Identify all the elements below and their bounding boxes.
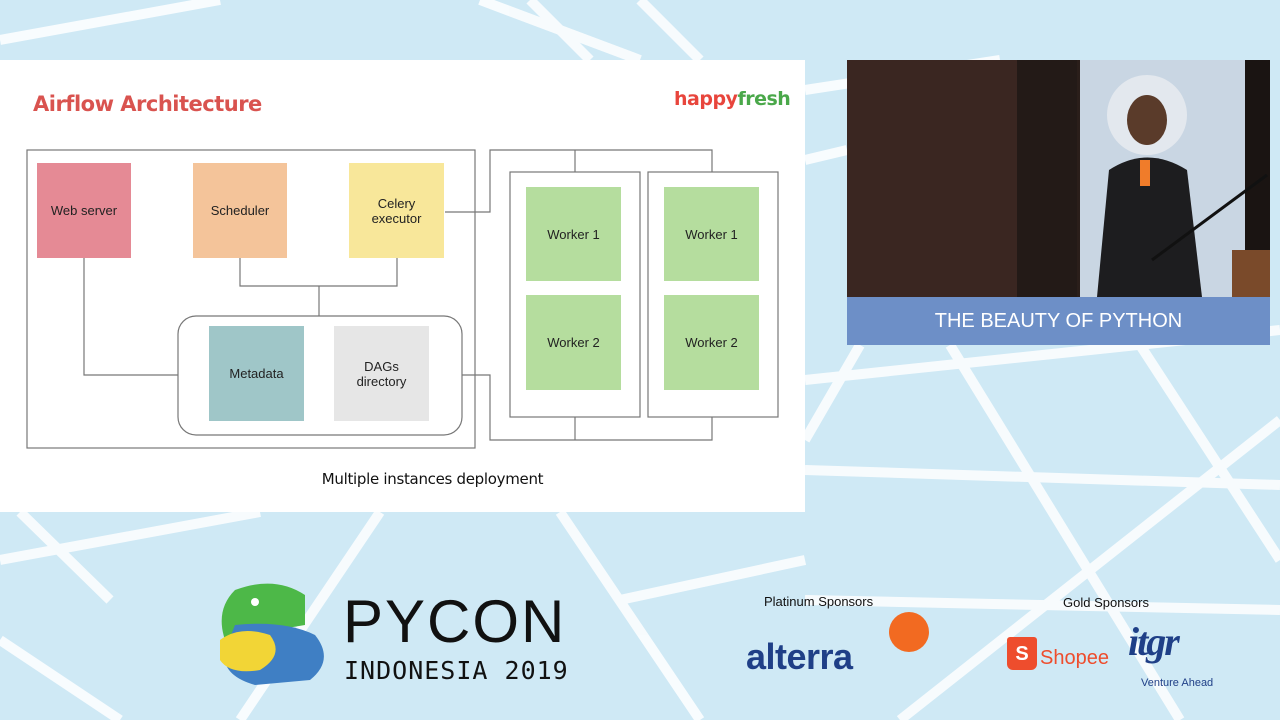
event-name: PYCON (343, 588, 567, 655)
speaker-video: THE BEAUTY OF PYTHON (847, 60, 1270, 345)
metadata-node: Metadata (209, 326, 304, 421)
worker-1-node-b: Worker 1 (664, 187, 759, 281)
shopee-bag-icon: S (1007, 637, 1037, 670)
itgr-tagline: Venture Ahead (1141, 677, 1214, 689)
platinum-sponsors-label: Platinum Sponsors (764, 594, 874, 609)
alterra-logo-dot-icon (889, 612, 929, 652)
architecture-diagram (26, 149, 779, 449)
web-server-node: Web server (37, 163, 131, 258)
diagram-caption: Multiple instances deployment (321, 470, 544, 488)
itgr-logo: itgr (1128, 619, 1180, 664)
airflow-instance-frame (26, 149, 476, 449)
dags-directory-node: DAGs directory (334, 326, 429, 421)
pycon-logo-icon (220, 583, 324, 685)
shopee-logo: Shopee (1040, 647, 1109, 669)
worker-node-b-frame (647, 171, 779, 418)
worker-2-node-b: Worker 2 (664, 295, 759, 390)
brand-part-2: fresh (737, 88, 791, 110)
scheduler-node: Scheduler (193, 163, 287, 258)
celery-executor-node: Celery executor (349, 163, 444, 258)
happyfresh-logo: happyfresh (674, 88, 791, 110)
video-caption: THE BEAUTY OF PYTHON (847, 297, 1270, 345)
presentation-slide: Airflow Architecture happyfresh Web serv… (0, 60, 805, 512)
worker-2-node-a: Worker 2 (526, 295, 621, 390)
gold-sponsors-label: Gold Sponsors (1063, 595, 1149, 610)
alterra-logo: alterra (746, 636, 853, 677)
worker-1-node-a: Worker 1 (526, 187, 621, 281)
slide-title: Airflow Architecture (33, 92, 262, 116)
event-subtitle: INDONESIA 2019 (344, 656, 569, 685)
speaker-video-frame (847, 60, 1270, 297)
brand-part-1: happy (674, 88, 738, 110)
